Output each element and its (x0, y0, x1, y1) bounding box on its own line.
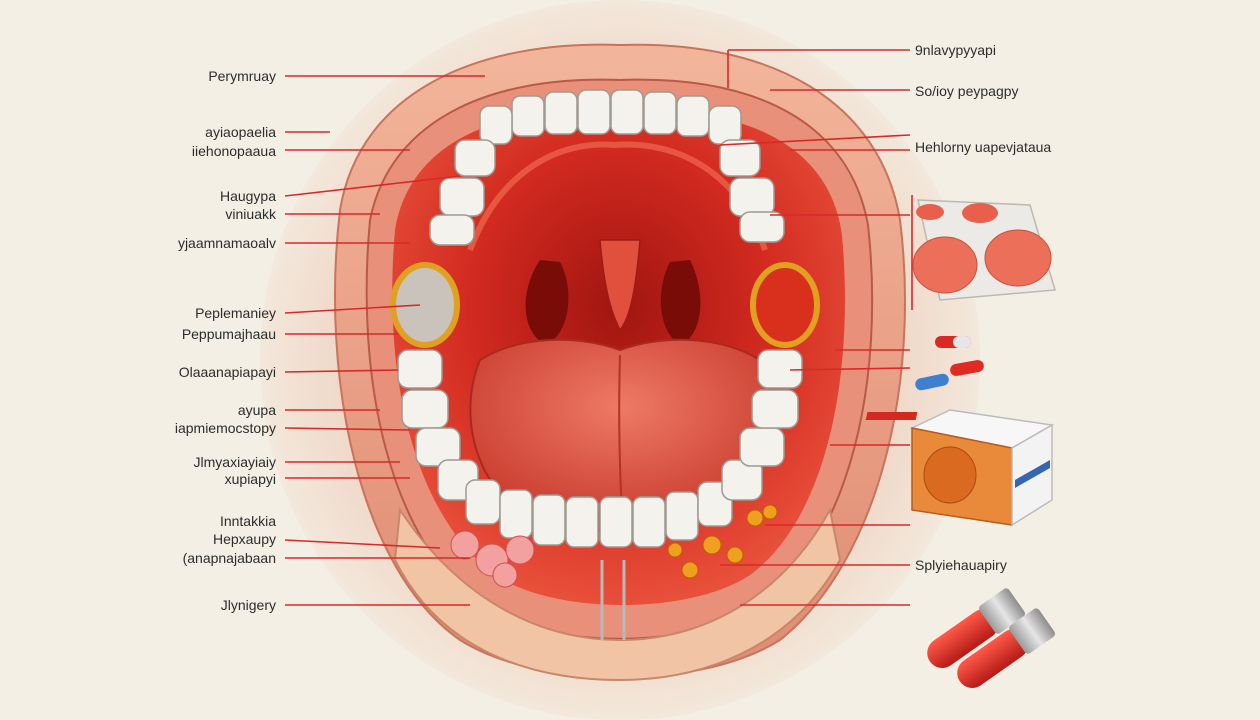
tablet-blister-icon (912, 199, 1056, 301)
label-left-3: iiehonopaaua (191, 143, 276, 159)
label-left-11: iapmiemocstopy (174, 420, 276, 436)
lesions-right (667, 504, 778, 579)
lingual-frenulum (600, 560, 626, 640)
label-left-7: Peplemaniey (195, 305, 276, 321)
label-left-9: Olaaanapiapayi (178, 364, 276, 380)
label-right-3: Hehlorny uapevjataua (915, 139, 1052, 155)
left-tonsil (390, 262, 460, 348)
label-left-5: viniuakk (225, 206, 276, 222)
label-left-13: xupiapyi (224, 471, 276, 487)
label-left-8: Peppumajhaau (181, 326, 276, 342)
label-left-6: yjaamnamaoalv (177, 235, 276, 251)
label-left-16: (anapnajabaan (182, 550, 276, 566)
uvula (599, 239, 641, 332)
red-vial-icon (927, 588, 1055, 688)
label-right-2: So/ioy peypagpy (915, 83, 1019, 99)
label-right-4: Splyiehauapiry (915, 557, 1007, 573)
leader-lines-left (284, 75, 485, 606)
pharynx-right (660, 260, 701, 345)
upper-teeth (429, 89, 785, 246)
label-left-4: Haugypa (219, 188, 276, 204)
pharynx-left (525, 260, 569, 345)
medicine-box-icon (865, 409, 1055, 527)
label-right-1: 9nlavypyyapi (915, 42, 996, 58)
lower-lip (393, 507, 842, 682)
label-left-12: Jlmyaxiayiaiy (193, 454, 276, 470)
label-left-1: Perymruay (208, 68, 276, 84)
label-left-15: Hepxaupy (212, 531, 276, 547)
lower-teeth (397, 349, 803, 548)
label-left-14: Inntakkia (219, 513, 276, 529)
lesions-left (450, 530, 535, 588)
label-left-17: Jlynigery (220, 597, 276, 613)
leader-lines-right (719, 49, 913, 606)
right-tonsil (750, 262, 820, 348)
capsule-icon (915, 336, 984, 391)
label-left-2: ayiaopaelia (205, 124, 276, 140)
label-left-10: ayupa (237, 402, 276, 418)
